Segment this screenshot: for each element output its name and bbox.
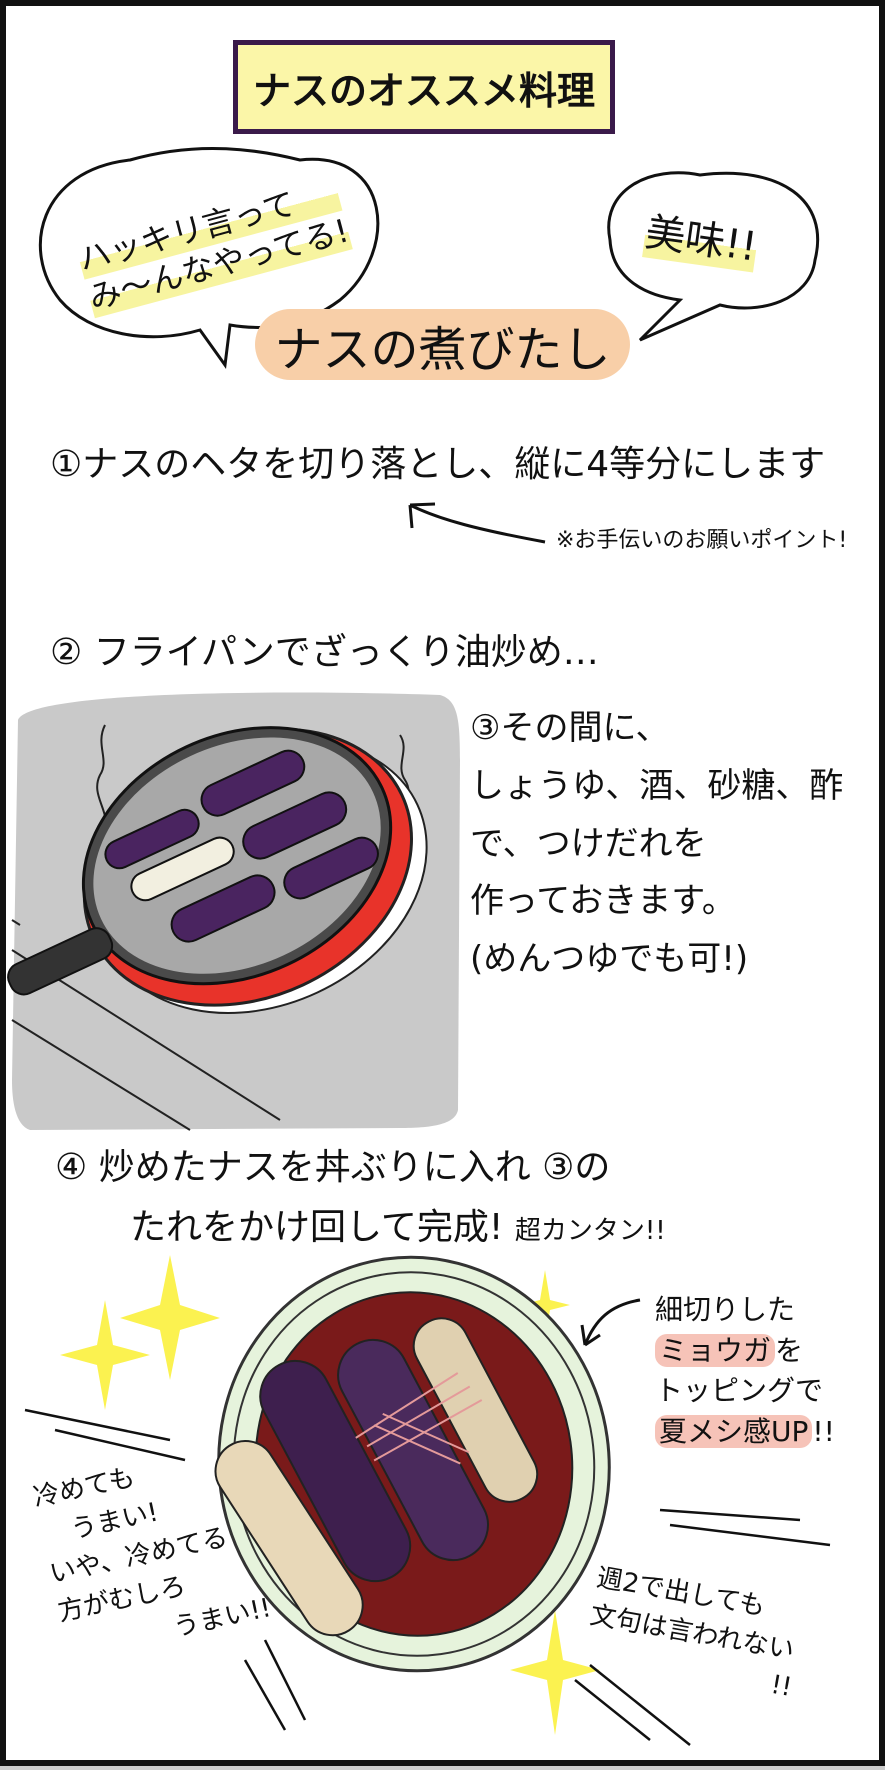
step-4-line-2: たれをかけ回して完成! 超カンタン!! (130, 1205, 666, 1250)
step-3-line: しょうゆ、酒、砂糖、酢 (470, 765, 844, 806)
topping-line: を (775, 1333, 804, 1367)
step-3-line: で、つけだれを (470, 823, 707, 864)
step-3-line: ③その間に、 (470, 708, 670, 748)
dish-name: ナスの煮びたし (255, 309, 630, 380)
topping-arrow (580, 1298, 641, 1347)
myoga-topping (355, 1372, 483, 1465)
step-1: ①ナスのヘタを切り落とし、縦に4等分にします (50, 444, 826, 485)
step-2: ② フライパンでざっくり油炒め… (50, 632, 599, 673)
step-3-line: (めんつゆでも可!) (470, 939, 749, 980)
speed-lines (24, 1408, 831, 1746)
step-1-note: ※お手伝いのお願いポイント! (556, 528, 848, 553)
eggplant-slices (104, 749, 379, 943)
topping-highlight: 夏メシ感UP (655, 1414, 813, 1448)
bottom-strip (0, 1766, 885, 1770)
step-3: ③その間に、 しょうゆ、酒、砂糖、酢 で、つけだれを 作っておきます。 (めんつ… (470, 700, 843, 989)
page-title: ナスのオススメ料理 (233, 40, 615, 134)
step-4-aside: 超カンタン!! (514, 1216, 666, 1246)
step-3-line: 作っておきます。 (470, 881, 736, 922)
bowl (214, 1255, 611, 1673)
topping-line: トッピングで (655, 1374, 824, 1408)
frying-pan (7, 726, 428, 1014)
topping-line: !! (812, 1414, 835, 1448)
topping-note: 細切りした ミョウガを トッピングで 夏メシ感UP!! (655, 1290, 835, 1452)
step-4-text: たれをかけ回して完成! (130, 1207, 504, 1248)
simmered-eggplant (214, 1317, 539, 1637)
pointer-arrow (408, 502, 546, 544)
topping-line: 細切りした (655, 1293, 796, 1326)
sparkle-icons (60, 1255, 600, 1735)
topping-highlight: ミョウガ (655, 1333, 776, 1367)
step-4-line-1: ④ 炒めたナスを丼ぶりに入れ ③の (55, 1147, 611, 1188)
